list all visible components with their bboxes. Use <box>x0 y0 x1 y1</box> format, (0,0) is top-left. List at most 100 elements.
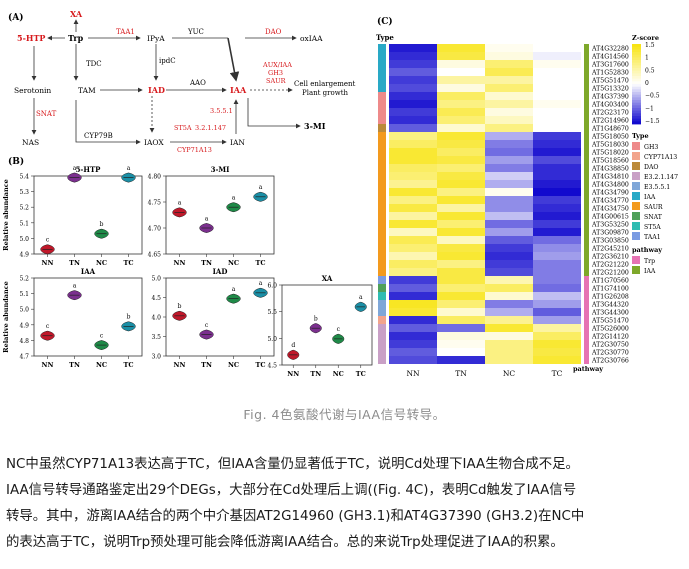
y-tick-label: 4.65 <box>148 252 162 259</box>
heatmap-cell <box>437 252 485 260</box>
heatmap-cell <box>437 100 485 108</box>
heatmap-cell <box>485 108 533 116</box>
heatmap-cell <box>533 172 581 180</box>
zscore-bar-segment <box>632 121 641 125</box>
panel-c-label: (C) <box>377 16 393 27</box>
gene-label: AT1G52830 <box>591 70 629 77</box>
heatmap-cell <box>533 180 581 188</box>
significance-letter: c <box>337 326 341 333</box>
heatmap-cell <box>389 68 437 76</box>
pathway-annotation-cell <box>584 148 589 156</box>
zscore-bar-segment <box>632 108 641 112</box>
zscore-bar-segment <box>632 102 641 106</box>
heatmap-cell <box>389 148 437 156</box>
body-paragraph: NC中虽然CYP71A13表达高于TC，但IAA含量仍显著低于TC，说明Cd处理… <box>6 452 686 556</box>
type-annotation-cell <box>378 124 386 132</box>
pathway-annotation-cell <box>584 316 589 324</box>
zscore-title: Z-score <box>632 34 659 42</box>
heatmap-cell <box>389 252 437 260</box>
figure-svg: (A) XA Trp 5-HTP TAA1 IPyA YUC DAO oxIAA… <box>2 9 678 378</box>
x-tick-label: TN <box>310 370 321 378</box>
pathway-legend-swatch <box>632 266 640 274</box>
type-annotation-cell <box>378 156 386 164</box>
gene-label: AT5G18030 <box>591 142 629 149</box>
zscore-bar-segment <box>632 68 641 72</box>
x-tick-label: TN <box>201 259 212 267</box>
figure: (A) XA Trp 5-HTP TAA1 IPyA YUC DAO oxIAA… <box>2 9 678 378</box>
y-tick-label: 4.75 <box>148 200 162 207</box>
heatmap-cell <box>533 244 581 252</box>
gene-label: AT2G14960 <box>591 118 629 125</box>
heatmap-cell <box>485 340 533 348</box>
type-legend-swatch <box>632 162 640 170</box>
enzyme-st5a: ST5A <box>174 124 192 132</box>
x-tick-label: TN <box>69 259 80 267</box>
significance-letter: c <box>46 237 50 244</box>
zscore-tick: 1.5 <box>645 42 655 49</box>
heatmap-cell <box>389 52 437 60</box>
pathway-annotation-cell <box>584 172 589 180</box>
zscore-tick: 1 <box>645 55 649 62</box>
heatmap-cell <box>533 108 581 116</box>
type-annotation-cell <box>378 172 386 180</box>
heatmap-cell <box>389 332 437 340</box>
heatmap-cell <box>437 236 485 244</box>
type-legend-swatch <box>632 232 640 240</box>
heatmap-cell <box>533 220 581 228</box>
plot-title: 5-HTP <box>76 165 102 174</box>
heatmap-cell <box>389 348 437 356</box>
y-tick-label: 4.8 <box>19 338 29 345</box>
plot-title: XA <box>322 274 333 283</box>
y-tick-label: 5.0 <box>19 236 29 243</box>
pathway-legend-label: IAA <box>644 268 656 275</box>
type-annotation-cell <box>378 180 386 188</box>
paragraph-line: IAA信号转导通路鉴定出29个DEGs，大部分在Cd处理后上调((Fig. 4C… <box>6 483 577 498</box>
gene-label: AT4G03400 <box>591 102 629 109</box>
heatmap-cell <box>437 148 485 156</box>
paragraph-line: 的表达高于TC，说明Trp预处理可能会降低游离IAA结合。总的来说Trp处理促进… <box>6 535 564 550</box>
pathway-annotation-cell <box>584 252 589 260</box>
zscore-bar-segment <box>632 94 641 98</box>
gene-label: AT4G34750 <box>591 206 629 213</box>
zscore-bar-segment <box>632 78 641 82</box>
type-annotation-cell <box>378 60 386 68</box>
significance-letter: c <box>46 323 50 330</box>
heatmap-cell <box>437 260 485 268</box>
heatmap-cell <box>485 356 533 364</box>
pathway-annotation-cell <box>584 340 589 348</box>
type-annotation-cell <box>378 300 386 308</box>
pathway-annotation-cell <box>584 332 589 340</box>
plot-frame <box>281 284 373 366</box>
heatmap-cell <box>389 244 437 252</box>
significance-letter: a <box>127 165 131 172</box>
gene-label: AT2G36210 <box>591 254 629 261</box>
y-tick-label: 4.9 <box>19 322 29 329</box>
heatmap-cell <box>533 84 581 92</box>
significance-letter: a <box>178 200 182 207</box>
pathway-legend-label: Trp <box>644 258 655 265</box>
heatmap-cell <box>437 348 485 356</box>
gene-label: AT2G21200 <box>591 270 629 277</box>
heatmap-cell <box>485 332 533 340</box>
pathway-annotation-cell <box>584 212 589 220</box>
pathway-annotation-cell <box>584 196 589 204</box>
zscore-bar-segment <box>632 76 641 80</box>
heatmap-cell <box>437 284 485 292</box>
heatmap-cell <box>533 164 581 172</box>
type-annotation-cell <box>378 244 386 252</box>
heatmap-cell <box>533 348 581 356</box>
heatmap-cell <box>485 92 533 100</box>
x-tick-label: NC <box>96 259 107 267</box>
type-annotation-cell <box>378 44 386 52</box>
y-tick-label: 4.7 <box>19 354 29 361</box>
panel-a-label: (A) <box>8 12 24 23</box>
zscore-bar-segment <box>632 118 641 122</box>
heatmap-cell <box>389 188 437 196</box>
y-tick-label: 4.5 <box>151 295 161 302</box>
type-annotation-cell <box>378 356 386 364</box>
heatmap-cell <box>533 284 581 292</box>
enzyme-tdc: TDC <box>86 60 102 68</box>
node-trp: Trp <box>68 33 84 43</box>
heatmap-cell <box>389 116 437 124</box>
zscore-bar-segment <box>632 116 641 120</box>
